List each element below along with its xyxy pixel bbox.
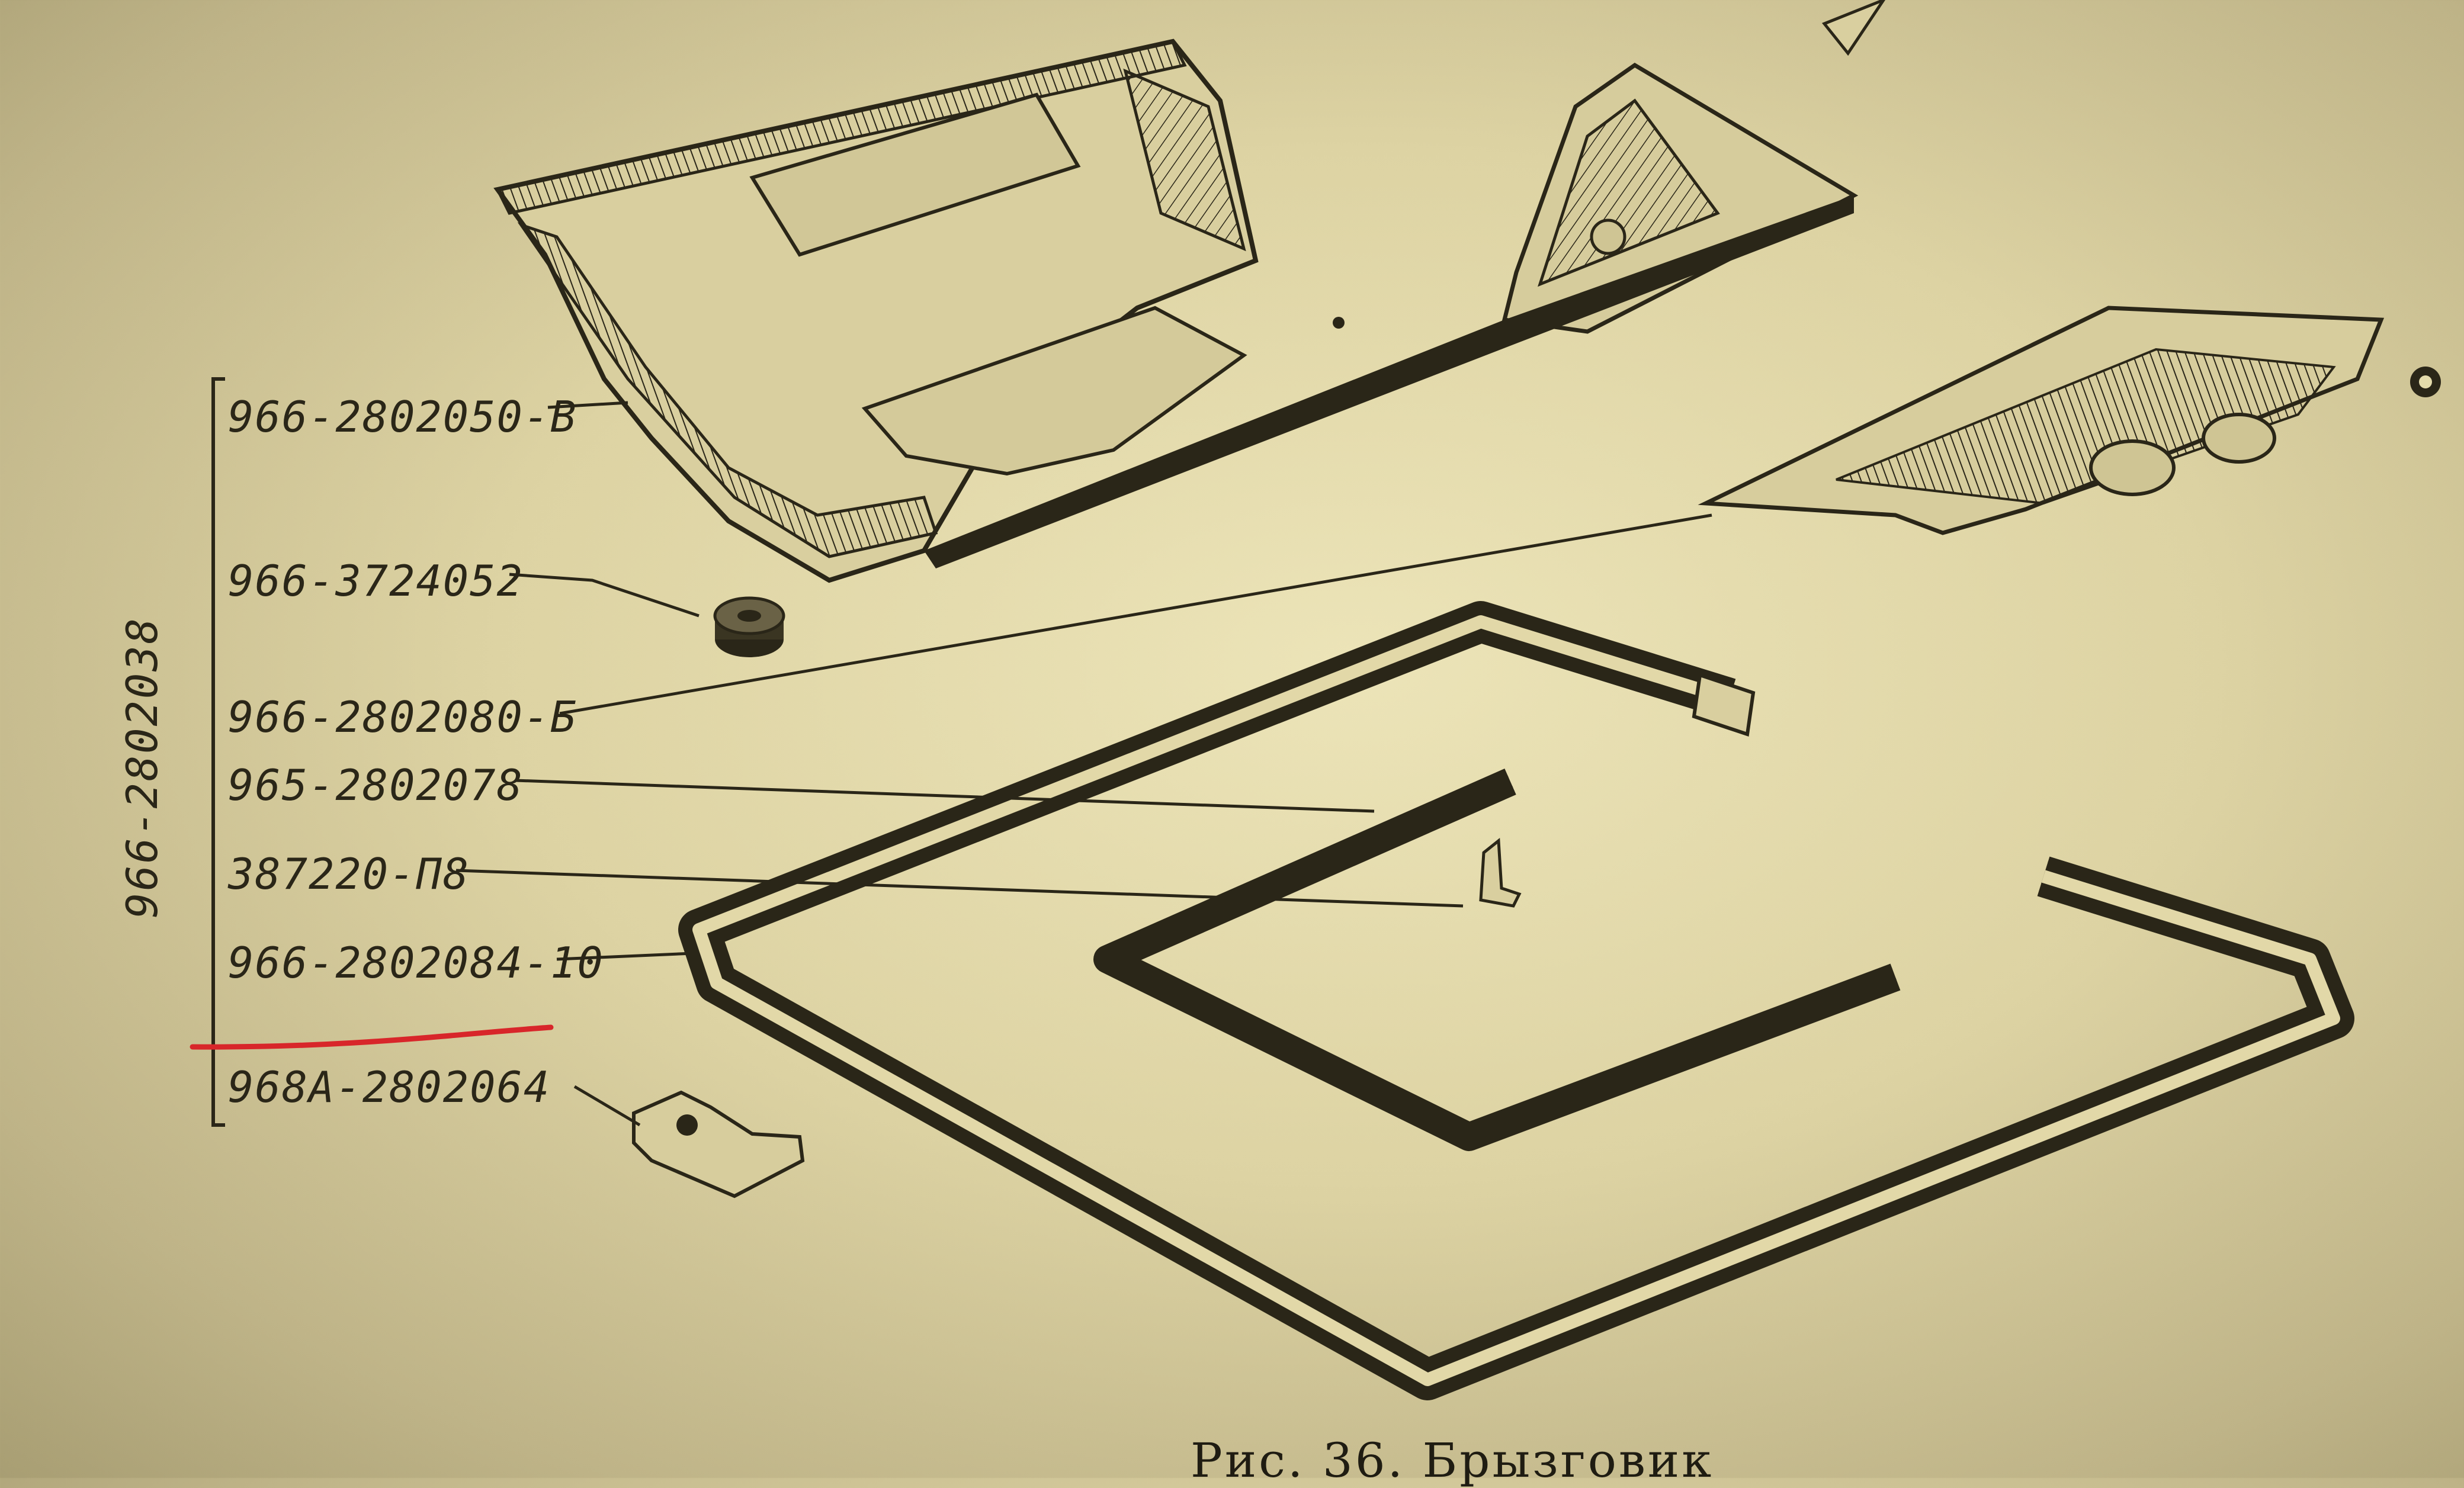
leader-line [556,952,694,961]
seal-frame-outer [678,601,2354,1400]
leader-line [509,573,700,618]
rubber-bushing [713,596,785,657]
part-label-966-2802084-10: 966-2802084-10 [228,938,604,988]
part-label-965-2802078: 965-2802078 [228,760,524,810]
leader-lines [455,401,1712,1127]
leader-line [455,869,1464,908]
clip-part [1479,838,1522,908]
plate-part [632,1090,805,1198]
right-bracket-part [1698,0,2441,535]
leader-line [559,513,1712,715]
part-label-966-2802080-b: 966-2802080-Б [228,692,578,742]
part-label-387220-p8: 387220-П8 [228,849,470,899]
group-bracket [211,377,225,1127]
figure-caption: Рис. 36. Брызговик [1191,1433,1714,1488]
part-label-966-3724052: 966-3724052 [228,556,524,606]
upper-shield-part [493,38,1859,583]
leader-line [573,1085,641,1127]
assembly-group-label: 966-2802038 [117,616,167,918]
part-label-968a-2802064: 968А-2802064 [228,1062,551,1112]
seal-strip-inner [1093,769,1901,1151]
leader-line [515,779,1375,813]
leader-line [547,401,628,409]
part-label-966-2802050-b: 966-2802050-В [228,392,578,442]
red-underline-mark [190,1024,554,1050]
